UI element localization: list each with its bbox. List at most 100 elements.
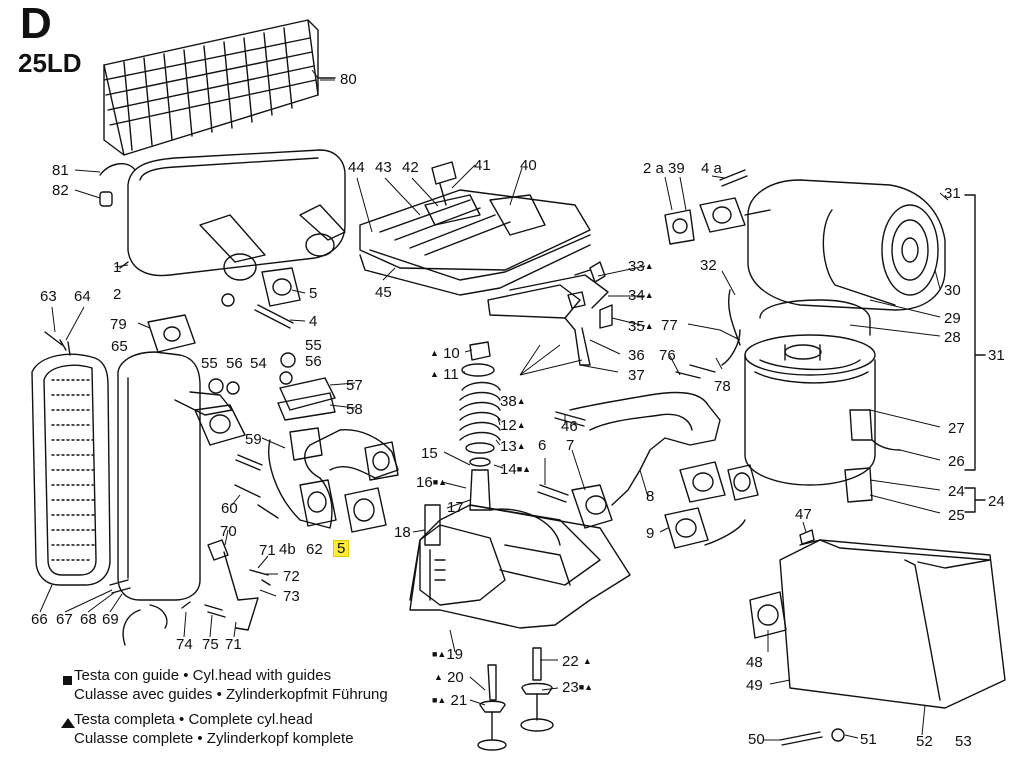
triangle-mark: ▲: [430, 369, 439, 379]
callout-31-top: 31: [944, 185, 961, 202]
callout-10-number: 10: [443, 345, 460, 362]
legend-line-2: Culasse avec guides • Zylinderkopfmit Fü…: [74, 686, 388, 703]
legend-symbols: [61, 676, 75, 728]
callout-74: 74: [176, 636, 193, 653]
triangle-mark: ▲: [516, 396, 526, 406]
callout-35: 35▲: [628, 319, 654, 334]
callout-36: 36: [628, 347, 645, 364]
callout-10: ▲ 10: [430, 346, 460, 361]
callout-52: 52: [916, 733, 933, 750]
callout-4a: 4 a: [701, 160, 722, 177]
callout-5-highlighted: 5: [332, 540, 350, 557]
diagram-section-letter: D: [20, 0, 52, 48]
perforated-cover: [31, 353, 111, 586]
callout-78: 78: [714, 378, 731, 395]
callout-9: 9: [646, 525, 655, 542]
intake-manifold: [569, 391, 759, 549]
callout-19: ■▲19: [432, 647, 463, 662]
callout-46: 46: [561, 418, 578, 435]
callout-35-number: 35: [628, 318, 645, 335]
callout-49: 49: [746, 677, 763, 694]
callout-4: 4: [309, 313, 318, 330]
callout-26: 26: [948, 453, 965, 470]
callout-30: 30: [944, 282, 961, 299]
callout-28: 28: [944, 329, 961, 346]
callout-13: 13▲: [500, 439, 526, 454]
screw-82: [99, 191, 113, 207]
callout-16: 16■▲: [416, 475, 447, 490]
callout-79: 79: [110, 316, 127, 333]
callout-57: 57: [346, 377, 363, 394]
air-filter-base: [675, 289, 901, 503]
leader-lines: [39, 69, 949, 741]
callout-2a: 2 a: [643, 160, 664, 177]
legend-cyl-head-with-guides: Testa con guide • Cyl.head with guides C…: [74, 666, 388, 704]
triangle-mark: ▲: [430, 348, 439, 358]
callout-27: 27: [948, 420, 965, 437]
callout-63: 63: [40, 288, 57, 305]
callout-76: 76: [659, 347, 676, 364]
callout-14-number: 14: [500, 461, 517, 478]
callout-25: 25: [948, 507, 965, 524]
callout-80: 80: [340, 71, 357, 88]
callout-69: 69: [102, 611, 119, 628]
air-filter-top: [664, 169, 946, 311]
callout-64: 64: [74, 288, 91, 305]
callout-53: 53: [955, 733, 972, 750]
callout-37: 37: [628, 367, 645, 384]
callout-33-number: 33: [628, 258, 645, 275]
callout-82: 82: [52, 182, 69, 199]
callout-31-group: 31: [988, 347, 1005, 364]
callout-62: 62: [306, 541, 323, 558]
callout-22-number: 22: [562, 653, 579, 670]
callout-59: 59: [245, 431, 262, 448]
callout-23-number: 23: [562, 679, 579, 696]
callout-34: 34▲: [628, 288, 654, 303]
triangle-mark: ▲: [434, 672, 443, 682]
square-triangle-mark: ■▲: [578, 682, 594, 692]
callout-51: 51: [860, 731, 877, 748]
triangle-mark: ▲: [644, 321, 654, 331]
callout-54: 54: [250, 355, 267, 372]
silencer-body: [117, 351, 246, 646]
rocker-cover: [359, 189, 591, 296]
callout-71b: 71: [225, 636, 242, 653]
valve-spring-stack: [459, 341, 501, 511]
triangle-mark: ▲: [582, 656, 592, 666]
callout-23: 23■▲: [562, 680, 593, 695]
callout-40: 40: [520, 157, 537, 174]
callout-66: 66: [31, 611, 48, 628]
callout-60: 60: [221, 500, 238, 517]
square-triangle-mark: ■▲: [516, 464, 532, 474]
callout-2: 2: [113, 286, 122, 303]
callout-1: 1: [113, 259, 122, 276]
callout-12: 12▲: [500, 418, 526, 433]
callout-19-number: 19: [446, 646, 464, 663]
legend-square-symbol: [63, 676, 72, 685]
legend-triangle-symbol: [61, 718, 75, 728]
callout-67: 67: [56, 611, 73, 628]
callout-20-number: 20: [447, 669, 464, 686]
triangle-mark: ▲: [644, 261, 654, 271]
oil-bath-housing: [749, 539, 1006, 709]
exhaust-pipe: [268, 427, 399, 529]
callout-75: 75: [202, 636, 219, 653]
callout-55b: 55: [305, 337, 322, 354]
callout-56a: 56: [226, 355, 243, 372]
callout-73: 73: [283, 588, 300, 605]
callout-43: 43: [375, 159, 392, 176]
callout-5: 5: [309, 285, 318, 302]
callout-13-number: 13: [500, 438, 517, 455]
legend-line-4: Culasse complete • Zylinderkopf komplete: [74, 730, 354, 747]
callout-56b: 56: [305, 353, 322, 370]
callout-68: 68: [80, 611, 97, 628]
callout-33: 33▲: [628, 259, 654, 274]
callout-72: 72: [283, 568, 300, 585]
callout-71a: 71: [259, 542, 276, 559]
square-triangle-mark: ■▲: [432, 695, 447, 705]
legend-complete-cyl-head: Testa completa • Complete cyl.head Culas…: [74, 710, 354, 748]
callout-47: 47: [795, 506, 812, 523]
callout-55a: 55: [201, 355, 218, 372]
